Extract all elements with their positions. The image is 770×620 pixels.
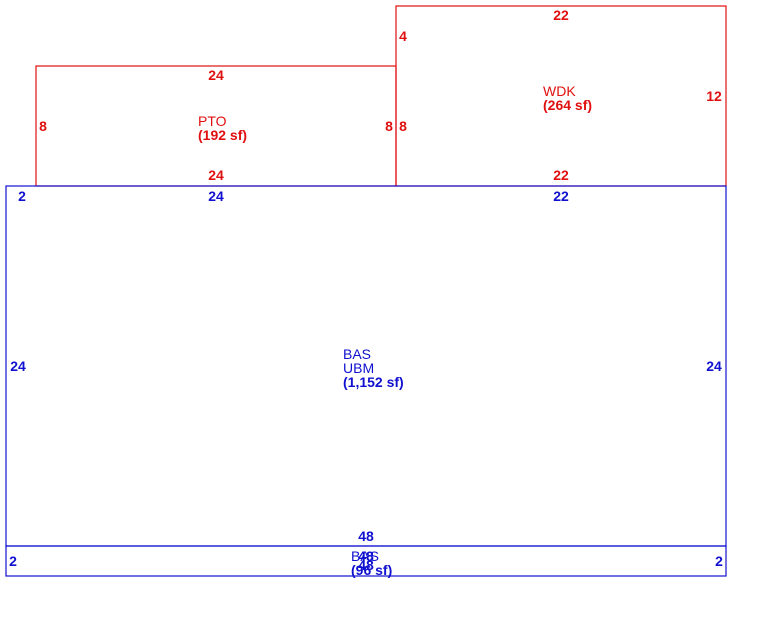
pto-dim-top: 24 xyxy=(208,67,224,83)
bas-main-dim-bottom: 48 xyxy=(358,528,374,544)
wdk-area: 22 22 4 8 12 WDK (264 sf) xyxy=(395,5,727,187)
pto-dim-left: 8 xyxy=(39,118,47,134)
pto-code: PTO xyxy=(198,113,227,129)
wdk-dim-left: 8 xyxy=(399,118,407,134)
wdk-dim-top: 22 xyxy=(553,7,569,23)
bas-strip-dim-right: 2 xyxy=(715,553,723,569)
bas-main-code: BAS xyxy=(343,346,371,362)
wdk-dim-left-offset: 4 xyxy=(399,28,407,44)
bas-main-dim-corner: 2 xyxy=(18,188,26,204)
wdk-dim-bottom: 22 xyxy=(553,167,569,183)
bas-main-dim-top-left: 24 xyxy=(208,188,224,204)
bas-main-dim-right: 24 xyxy=(706,358,722,374)
bas-main-code2: UBM xyxy=(343,360,374,376)
bas-strip-dim-top: 48 xyxy=(358,548,374,564)
bas-strip-area-sf: (96 sf) xyxy=(351,562,392,578)
wdk-area-sf: (264 sf) xyxy=(543,97,592,113)
bas-main-area-sf: (1,152 sf) xyxy=(343,374,404,390)
wdk-code: WDK xyxy=(543,83,576,99)
bas-strip-code: BAS xyxy=(351,548,379,564)
bas-strip-area: 2 2 BAS 48 48 (96 sf) xyxy=(5,545,727,578)
bas-main-dim-top-right: 22 xyxy=(553,188,569,204)
bas-main-area: 2 24 22 24 24 48 BAS UBM (1,152 sf) xyxy=(5,185,727,547)
bas-strip-dim-bottom: 48 xyxy=(358,557,374,573)
pto-area-sf: (192 sf) xyxy=(198,127,247,143)
pto-area: 24 24 8 8 PTO (192 sf) xyxy=(35,65,397,187)
wdk-dim-right: 12 xyxy=(706,88,722,104)
pto-dim-right: 8 xyxy=(385,118,393,134)
bas-strip-outline xyxy=(5,545,727,577)
bas-strip-dim-left: 2 xyxy=(9,553,17,569)
pto-dim-bottom: 24 xyxy=(208,167,224,183)
bas-main-dim-left: 24 xyxy=(10,358,26,374)
